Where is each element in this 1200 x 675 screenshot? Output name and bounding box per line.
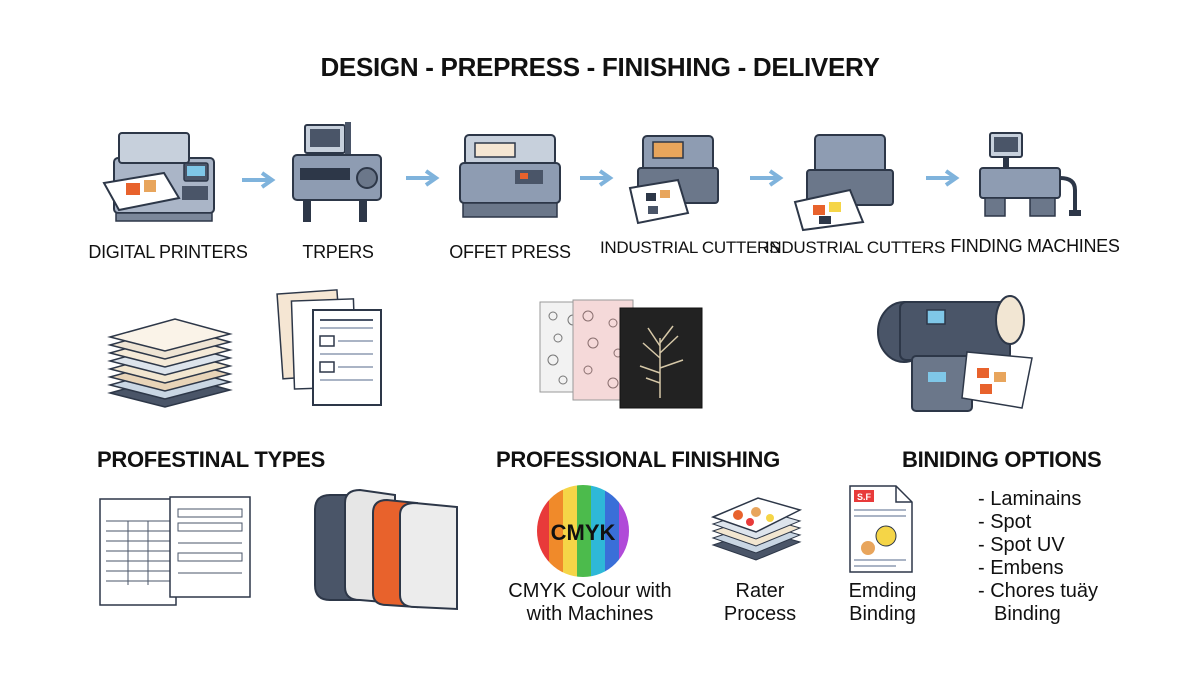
- caption-line: Emding: [848, 580, 917, 602]
- caption-line: Process: [723, 603, 797, 625]
- machine-label: TRPERS: [302, 242, 374, 262]
- arrow-icon: [580, 169, 614, 187]
- booklet-badge: S.F: [857, 492, 872, 502]
- binding-option: - Embens: [978, 557, 1064, 579]
- finishing-machine-icon: [979, 132, 1081, 217]
- section-heading-types: PROFESTINAL TYPES: [97, 447, 325, 472]
- arrow-icon: [926, 169, 960, 187]
- digital-printer-icon: [102, 132, 215, 222]
- print-stack-icon: [710, 497, 803, 561]
- section-heading-finishing: PROFESSIONAL FINISHING: [496, 447, 780, 472]
- industrial-cutter-icon: [793, 134, 894, 232]
- machine-label: DIGITAL PRINTERS: [88, 242, 248, 262]
- arrow-icon: [406, 169, 440, 187]
- offset-press-icon: [459, 134, 561, 218]
- machine-label: OFFET PRESS: [449, 242, 571, 262]
- machine-label: INDUSTRIAL CUTTERS: [600, 238, 781, 257]
- printed-samples-icon: [539, 299, 703, 409]
- finishing-caption: Rater Process: [700, 580, 820, 626]
- arrow-icon: [242, 171, 276, 189]
- binding-option: - Spot: [978, 511, 1032, 533]
- machine-label: FINDING MACHINES: [950, 236, 1120, 256]
- cmyk-label: CMYK: [551, 520, 616, 545]
- booklet-document-icon: S.F: [849, 485, 913, 573]
- finishing-caption: CMYK Colour with with Machines: [500, 580, 680, 626]
- plate-setter-icon: [292, 122, 382, 222]
- finishing-caption: Emding Binding: [830, 580, 935, 626]
- caption-line: CMYK Colour with: [508, 580, 672, 602]
- caption-line: with Machines: [526, 603, 654, 625]
- finishing-machine-icon: [877, 295, 1033, 412]
- binding-option: - Chores tuäy: [978, 580, 1099, 602]
- binding-option: - Laminains: [978, 488, 1082, 510]
- industrial-cutter-icon: [628, 135, 719, 225]
- machine-label: INDUSTRIAL CUTTERS: [765, 238, 946, 257]
- arrow-icon: [750, 169, 784, 187]
- cmyk-color-wheel-icon: CMYK: [537, 485, 629, 577]
- binding-option: - Spot UV: [978, 534, 1065, 556]
- binding-option: Binding: [994, 603, 1061, 625]
- binders-icon: [314, 488, 458, 611]
- document-pages-icon: [276, 289, 382, 406]
- caption-line: Binding: [849, 603, 916, 625]
- form-documents-icon: [99, 496, 251, 606]
- paper-stack-icon: [107, 318, 233, 408]
- section-heading-binding: BINIDING OPTIONS: [902, 447, 1102, 472]
- caption-line: Rater: [735, 580, 785, 602]
- page-title: DESIGN - PREPRESS - FINISHING - DELIVERY: [320, 52, 880, 82]
- binding-options-list: - Laminains - Spot - Spot UV - Embens - …: [978, 488, 1098, 626]
